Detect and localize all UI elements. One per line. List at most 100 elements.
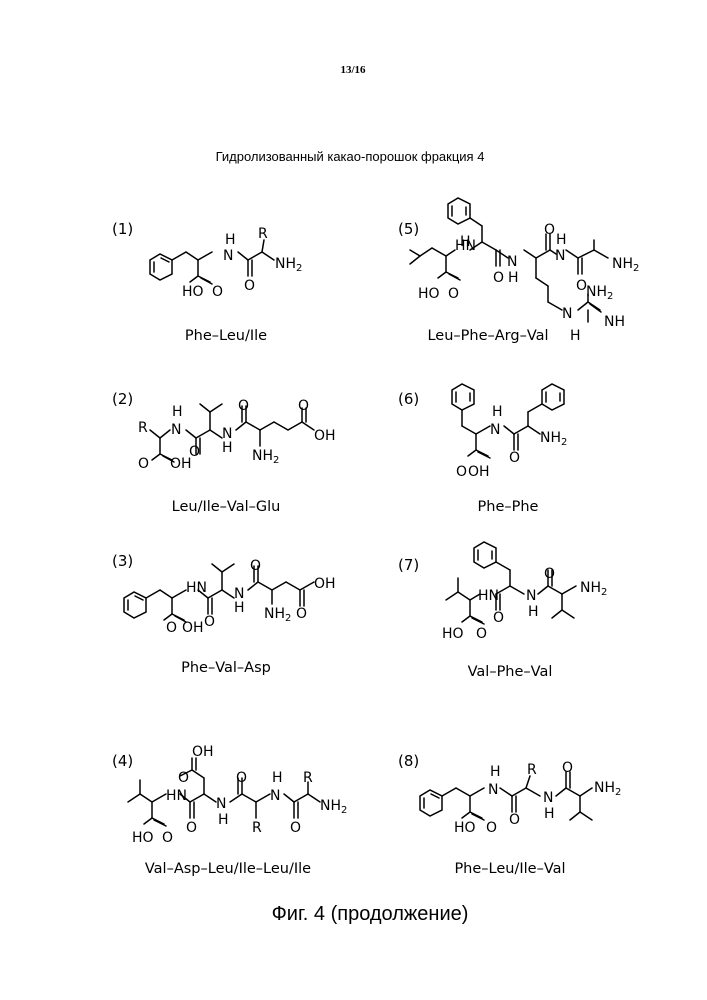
atom-label: O (448, 286, 459, 302)
atom-label: O (166, 620, 177, 636)
atom-label: NH2 (275, 256, 302, 274)
atom-label: O (544, 222, 555, 238)
atom-label: NH2 (612, 256, 639, 274)
atom-label: O (250, 558, 261, 574)
compound-name: Val–Asp–Leu/Ile–Leu/Ile (145, 861, 311, 877)
atom-label: NH2 (580, 580, 607, 598)
atom-label: O (244, 278, 255, 294)
figure-caption: Фиг. 4 (продолжение) (272, 903, 469, 925)
atom-label: H (528, 604, 539, 620)
atom-label: N (562, 306, 572, 322)
atom-label: O (509, 812, 520, 828)
atom-label: NH2 (586, 284, 613, 302)
structure-diagram (420, 772, 592, 820)
atom-label: O (138, 456, 149, 472)
atom-label: O (562, 760, 573, 776)
compound-number: (1) (112, 220, 133, 238)
structure-diagram (446, 542, 576, 624)
atom-label: N (507, 254, 517, 270)
atom-label: N (543, 790, 553, 806)
compound-name: Val–Phe–Val (468, 664, 553, 680)
atom-label: OH (314, 428, 336, 444)
atom-label: O (509, 450, 520, 466)
atom-label: N (488, 782, 498, 798)
compound-number: (4) (112, 752, 133, 770)
compound-number: (2) (112, 390, 133, 408)
atom-label: H (556, 232, 567, 248)
compound-name: Phe–Leu/Ile–Val (454, 861, 565, 877)
atom-label: NH2 (594, 780, 621, 798)
atom-label: H (172, 404, 183, 420)
atom-label: N (216, 796, 226, 812)
atom-label: HO (442, 626, 464, 642)
atom-label: O (486, 820, 497, 836)
compound-name: Leu–Phe–Arg–Val (427, 328, 548, 344)
atom-label: NH2 (540, 430, 567, 448)
atom-label: O (236, 770, 247, 786)
atom-label: O (178, 770, 189, 786)
atom-label: R (258, 226, 268, 242)
compound-number: (8) (398, 752, 419, 770)
atom-label: R (138, 420, 148, 436)
atom-label: HO (132, 830, 154, 846)
atom-label: O (290, 820, 301, 836)
atom-label: H (492, 404, 503, 420)
atom-label: NH2 (320, 798, 347, 816)
atom-label: R (527, 762, 537, 778)
atom-label: R (303, 770, 313, 786)
atom-label: HN (186, 580, 207, 596)
atom-label: HO (418, 286, 440, 302)
compound-name: Phe–Val–Asp (181, 660, 271, 676)
atom-label: O (238, 398, 249, 414)
compound-number: (6) (398, 390, 419, 408)
compound-7: (7) HN (398, 542, 607, 680)
atom-label: H (225, 232, 236, 248)
atom-label: O (296, 606, 307, 622)
atom-label: O (493, 610, 504, 626)
atom-label: O (493, 270, 504, 286)
atom-label: O (476, 626, 487, 642)
atom-label: N (270, 788, 280, 804)
atom-label: HO (454, 820, 476, 836)
atom-label: H (508, 270, 519, 286)
atom-label: H (234, 600, 245, 616)
atom-label: H (570, 328, 581, 344)
atom-label: OH (182, 620, 204, 636)
compound-name: Leu/Ile–Val–Glu (172, 499, 281, 515)
structure-diagram (452, 384, 564, 458)
atom-label: HO (182, 284, 204, 300)
atom-label: OH (468, 464, 490, 480)
atom-label: H (218, 812, 229, 828)
atom-label: N (490, 422, 500, 438)
compound-number: (7) (398, 556, 419, 574)
atom-label: N (526, 588, 536, 604)
compound-5: (5) (398, 198, 639, 344)
atom-label: O (186, 820, 197, 836)
figure-heading: Гидролизованный какао-порошок фракция 4 (216, 149, 485, 164)
atom-label: R (252, 820, 262, 836)
atom-label: O (212, 284, 223, 300)
atom-label: H (544, 806, 555, 822)
atom-label: OH (314, 576, 336, 592)
atom-label: H (490, 764, 501, 780)
compound-name: Phe–Leu/Ile (185, 328, 267, 344)
compound-number: (5) (398, 220, 419, 238)
atom-label: OH (192, 744, 214, 760)
atom-label: H (272, 770, 283, 786)
atom-label: NH2 (252, 448, 279, 466)
atom-label: O (189, 444, 200, 460)
compound-3: (3) (112, 552, 336, 676)
compound-name: Phe–Phe (478, 499, 539, 515)
atom-label: O (162, 830, 173, 846)
structure-diagram (150, 240, 274, 284)
atom-label: O (298, 398, 309, 414)
atom-label: HN (166, 788, 187, 804)
atom-label: N (555, 248, 565, 264)
atom-label: O (204, 614, 215, 630)
atom-label: O (544, 566, 555, 582)
compound-6: (6) H N O OH O NH2 Phe (398, 384, 567, 515)
atom-label: NH (604, 314, 625, 330)
compound-2: (2) R H (112, 390, 336, 515)
compound-number: (3) (112, 552, 133, 570)
